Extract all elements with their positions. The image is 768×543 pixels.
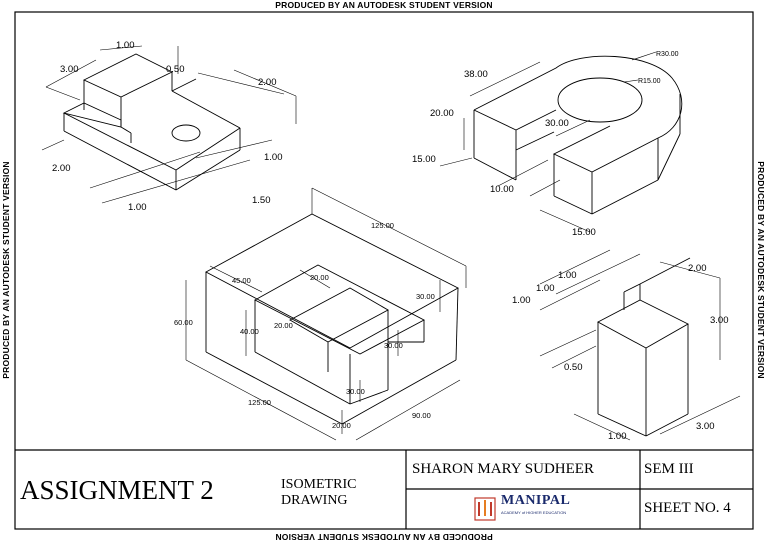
- fig2-dim-3: 38.00: [464, 69, 488, 80]
- fig3-dim-10: 125.00: [248, 398, 271, 407]
- sheet-border: [14, 11, 754, 530]
- fig3-dim-11: 20.00: [332, 421, 351, 430]
- fig4-dim-7: 1.00: [608, 431, 627, 442]
- watermark-right: PRODUCED BY AN AUTODESK STUDENT VERSION: [756, 161, 766, 379]
- figure-4-labels: 1.00 1.00 1.00 2.00 3.00 0.50 1.00 3.00: [512, 263, 729, 442]
- fig1-dim-8: 1.00: [128, 202, 147, 213]
- student-name: SHARON MARY SUDHEER: [412, 461, 594, 477]
- fig2-dim-6: 15.00: [412, 154, 436, 165]
- subject-line-2: DRAWING: [281, 493, 348, 508]
- fig4-dim-1: 1.00: [558, 270, 577, 281]
- fig3-dim-3: 20.00: [310, 273, 329, 282]
- fig3-dim-6: 40.00: [240, 327, 259, 336]
- watermark-left: PRODUCED BY AN AUTODESK STUDENT VERSION: [1, 161, 11, 379]
- fig3-dim-9: 30.00: [346, 387, 365, 396]
- figure-1: [41, 45, 297, 204]
- fig1-dim-5: 1.00: [264, 152, 283, 163]
- fig1-dim-4: 2.00: [258, 77, 277, 88]
- fig1-dim-7: 2.00: [52, 163, 71, 174]
- fig3-dim-8: 30.00: [384, 341, 403, 350]
- fig3-dim-2: 45.00: [232, 276, 251, 285]
- watermark-top: PRODUCED BY AN AUTODESK STUDENT VERSION: [275, 0, 493, 10]
- manipal-logo: MANIPAL ACADEMY of HIGHER EDUCATION: [469, 492, 571, 526]
- fig4-dim-5: 3.00: [710, 315, 729, 326]
- fig1-dim-3: 0.50: [166, 64, 185, 75]
- figure-4: [539, 249, 741, 441]
- fig1-dim-2: 3.00: [60, 64, 79, 75]
- fig2-dim-4: 20.00: [430, 108, 454, 119]
- fig1-dim-1: 1.00: [116, 40, 135, 51]
- fig1-dim-6: 1.50: [252, 195, 271, 206]
- fig2-dim-7: 10.00: [490, 184, 514, 195]
- fig2-dim-5: 30.00: [545, 118, 569, 129]
- logo-emblem-icon: [474, 497, 496, 521]
- fig3-dim-4: 30.00: [416, 292, 435, 301]
- fig2-dim-8: 15.00: [572, 227, 596, 238]
- fig3-dim-7: 20.00: [274, 321, 293, 330]
- fig4-dim-6: 0.50: [564, 362, 583, 373]
- figure-2-labels: R30.00 R15.00 38.00 20.00 30.00 15.00 10…: [412, 51, 679, 238]
- fig4-dim-4: 2.00: [688, 263, 707, 274]
- figure-2: [439, 51, 683, 233]
- fig2-dim-1: R30.00: [656, 51, 679, 58]
- fig4-dim-2: 1.00: [536, 283, 555, 294]
- watermark-bottom: PRODUCED BY AN AUTODESK STUDENT VERSION: [275, 532, 493, 542]
- fig3-dim-12: 90.00: [412, 411, 431, 420]
- figure-3-labels: 125.00 45.00 20.00 30.00 60.00 40.00 20.…: [174, 221, 435, 430]
- fig2-dim-2: R15.00: [638, 78, 661, 85]
- fig3-dim-1: 125.00: [371, 221, 394, 230]
- fig3-dim-5: 60.00: [174, 318, 193, 327]
- logo-subtitle: ACADEMY of HIGHER EDUCATION: [501, 510, 567, 515]
- figure-3: [185, 187, 467, 441]
- semester: SEM III: [644, 461, 694, 477]
- figure-1-labels: 1.00 3.00 0.50 2.00 1.00 1.50 2.00 1.00: [52, 40, 283, 213]
- fig4-dim-8: 3.00: [696, 421, 715, 432]
- assignment-title: ASSIGNMENT 2: [20, 475, 214, 505]
- fig4-dim-3: 1.00: [512, 295, 531, 306]
- subject-line-1: ISOMETRIC: [281, 477, 357, 492]
- logo-name: MANIPAL: [501, 493, 571, 508]
- sheet-number: SHEET NO. 4: [644, 500, 731, 516]
